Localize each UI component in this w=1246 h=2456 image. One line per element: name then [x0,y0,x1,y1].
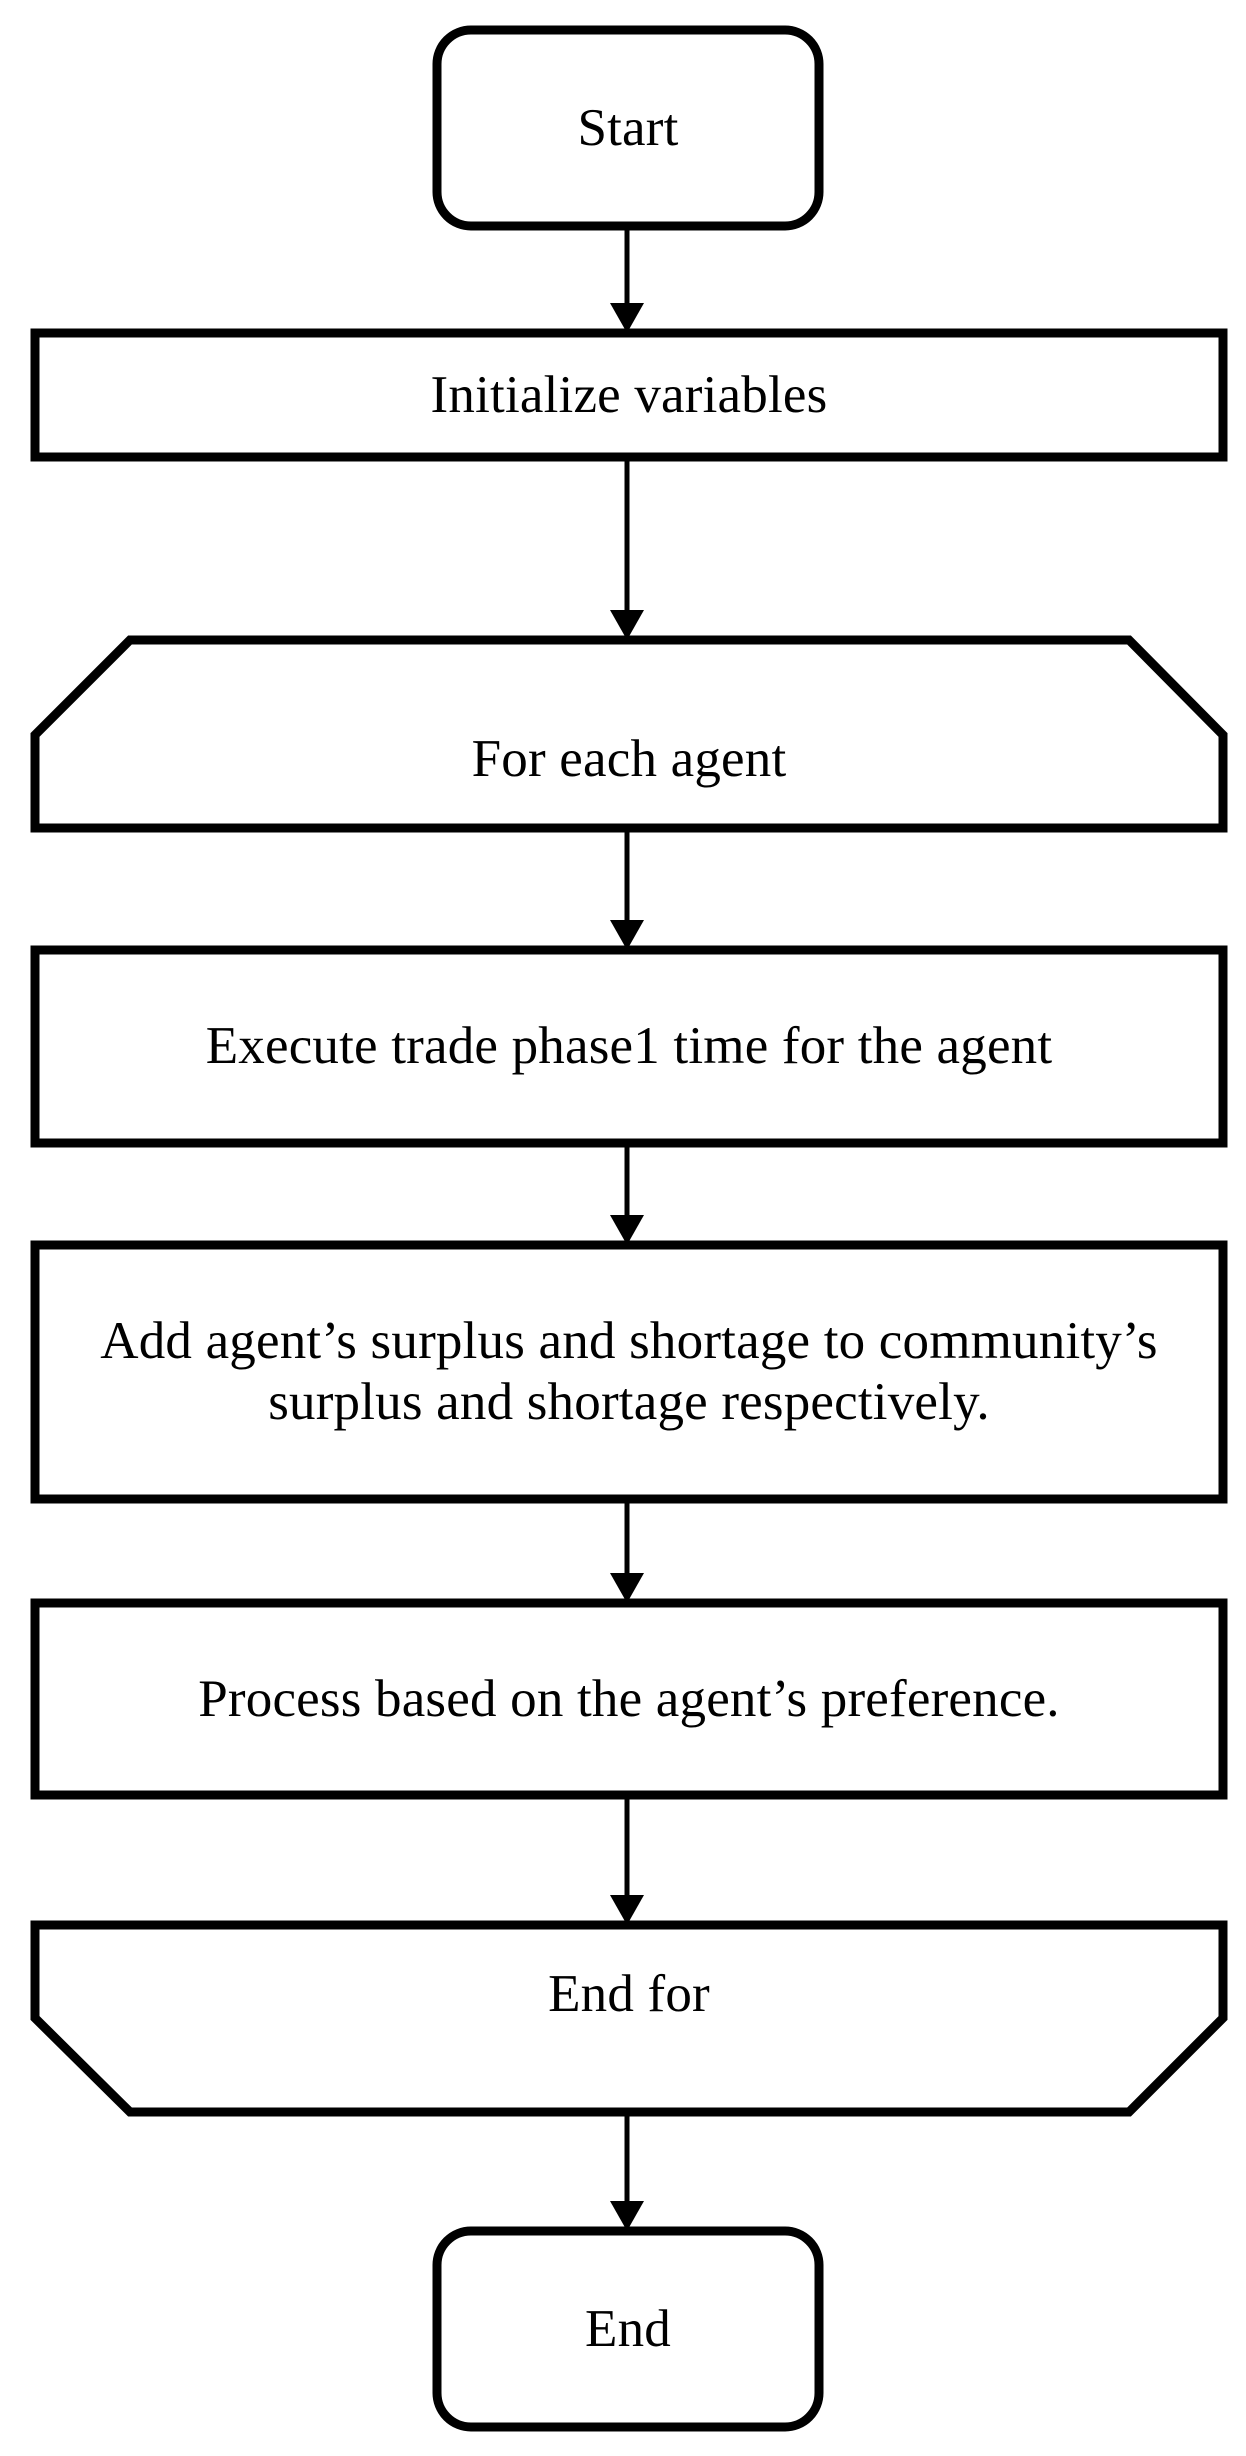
edge-for-each-to-execute [610,828,644,950]
edge-init-to-for-each [610,457,644,640]
arrow-head-icon [610,1573,644,1603]
arrow-head-icon [610,2201,644,2231]
node-execute-label: Execute trade phase1 time for the agent [205,1017,1053,1076]
node-add-surplus-shape[interactable] [30,1240,1228,1504]
edge-end-for-to-end [610,2112,644,2231]
arrow-head-icon [610,1215,644,1245]
edge-execute-to-add-surplus [610,1143,644,1245]
node-for-each-label: For each agent [471,729,787,788]
node-end-shape[interactable] [432,2226,824,2432]
edge-add-surplus-to-process-pref [610,1499,644,1603]
arrow-head-icon [610,1895,644,1925]
arrow-head-icon [610,610,644,640]
edge-process-pref-to-end-for [610,1795,644,1925]
node-end-for-label: End for [548,1964,710,2023]
node-for-each-shape[interactable] [30,635,1228,833]
node-process-pref-label: Process based on the agent’s preference. [198,1669,1060,1728]
node-execute-shape[interactable] [30,945,1228,1148]
node-init-shape[interactable] [30,328,1228,462]
arrow-head-icon [610,920,644,950]
arrow-head-icon [610,303,644,333]
node-start-label: Start [577,98,679,157]
edge-start-to-init [610,226,644,333]
node-end-for-shape[interactable] [30,1920,1228,2117]
node-end-label: End [585,2299,671,2358]
node-init-label: Initialize variables [430,365,828,424]
node-add-surplus-label: Add agent’s surplus and shortage to comm… [100,1312,1158,1431]
